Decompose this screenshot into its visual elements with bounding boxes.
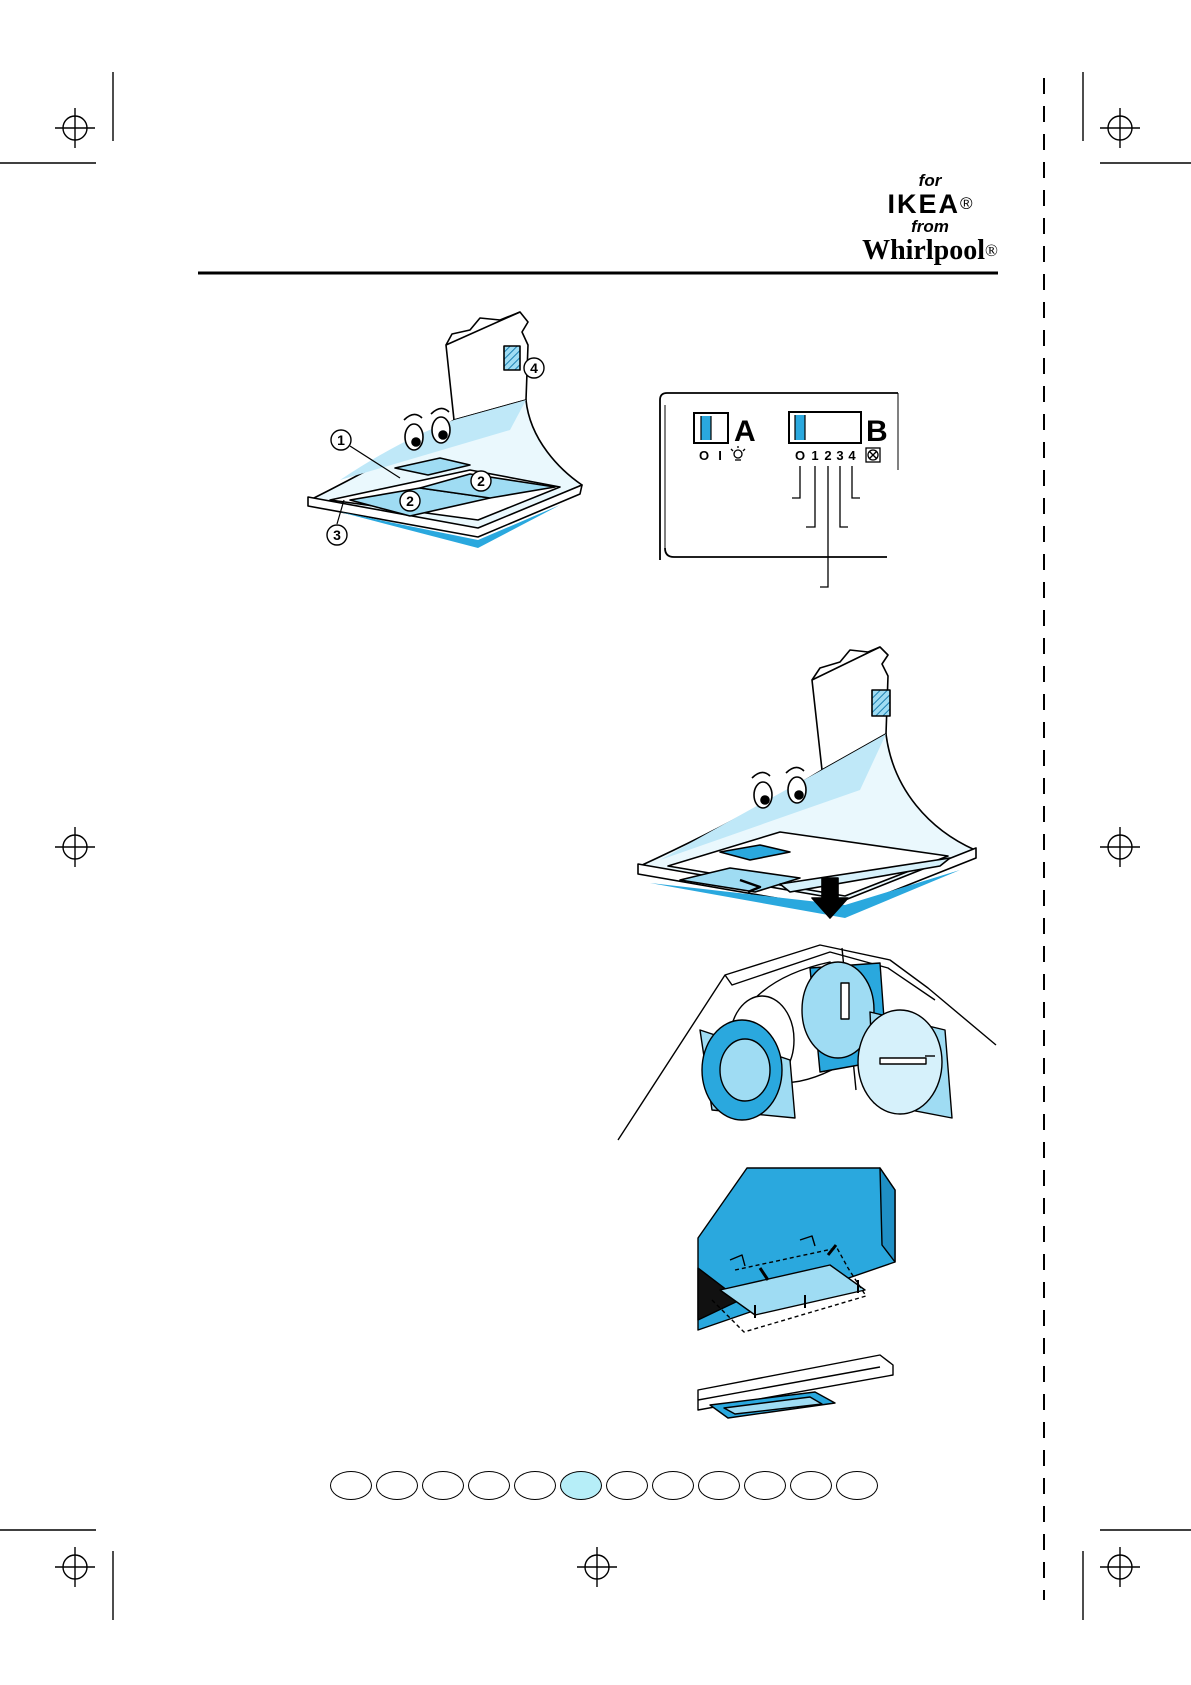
language-pager [330,1471,878,1500]
page-dot-10[interactable] [744,1471,786,1500]
page-dot-4[interactable] [468,1471,510,1500]
page-dot-11[interactable] [790,1471,832,1500]
page-dot-8[interactable] [652,1471,694,1500]
page-dot-5[interactable] [514,1471,556,1500]
page-dot-2[interactable] [376,1471,418,1500]
page-dot-1[interactable] [330,1471,372,1500]
page-dot-3[interactable] [422,1471,464,1500]
page-dot-6-active[interactable] [560,1471,602,1500]
page-dot-7[interactable] [606,1471,648,1500]
page-dot-9[interactable] [698,1471,740,1500]
page-dot-12[interactable] [836,1471,878,1500]
